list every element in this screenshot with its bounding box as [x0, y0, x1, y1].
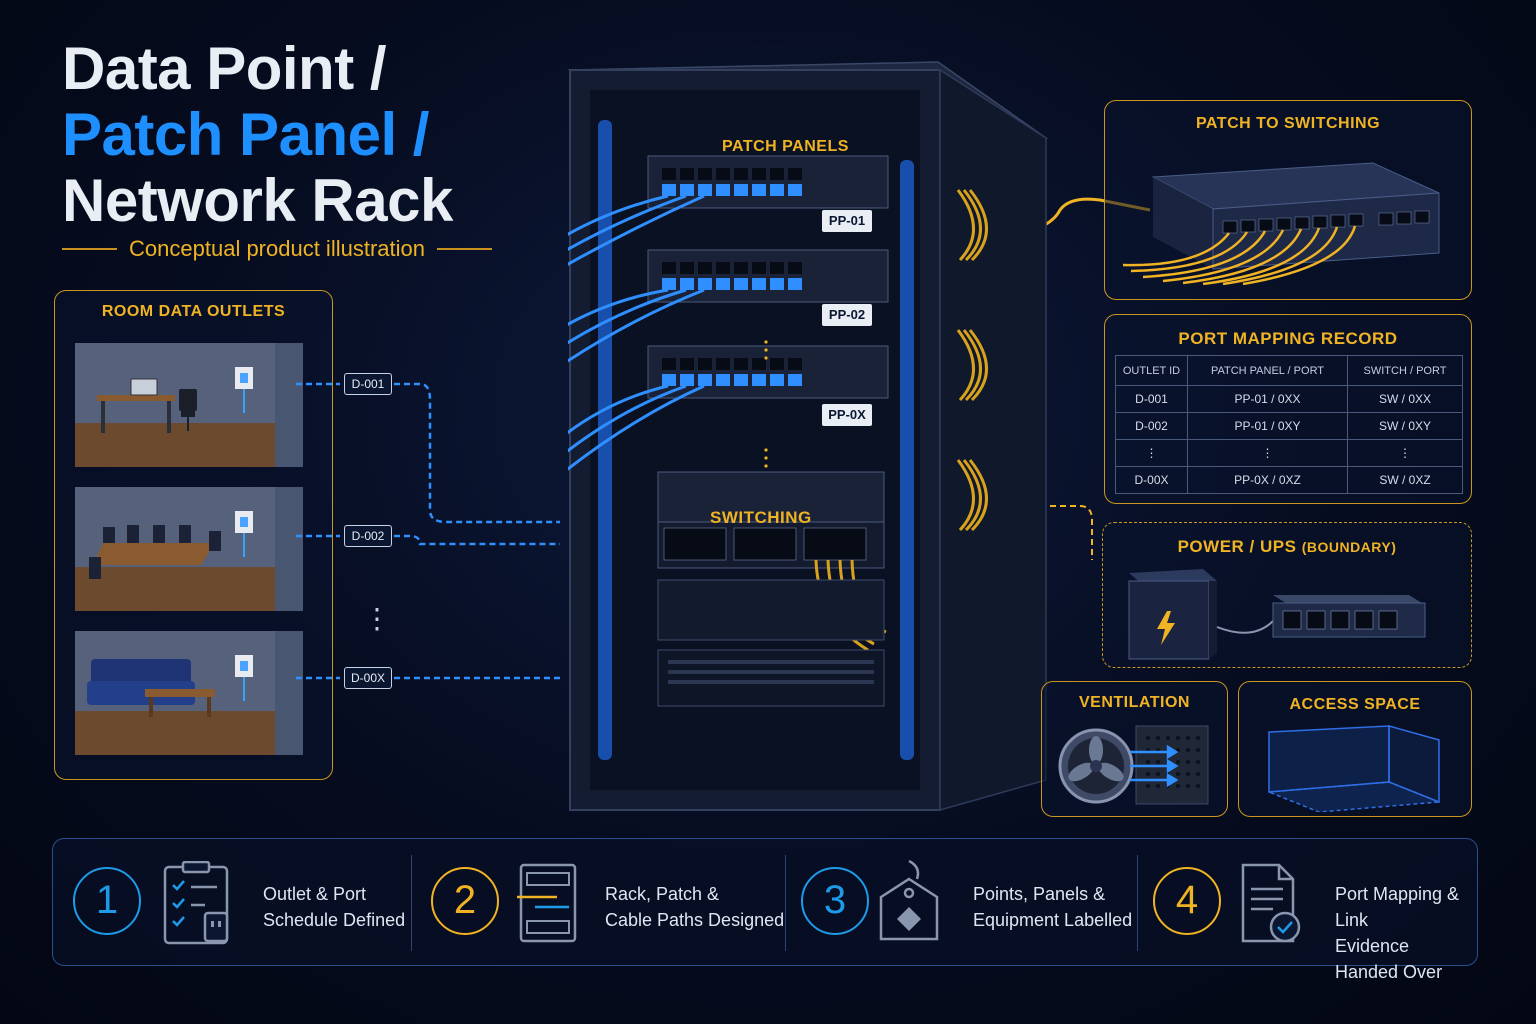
power-ups-title: POWER / UPS (BOUNDARY): [1103, 537, 1471, 557]
lightning-icon: [1157, 611, 1175, 645]
subtitle-text: Conceptual product illustration: [129, 236, 425, 261]
subtitle: Conceptual product illustration: [62, 236, 493, 262]
cell: SW / 0XX: [1347, 385, 1463, 413]
document-check-icon: [1241, 863, 1301, 943]
patch-to-switching-title: PATCH TO SWITCHING: [1195, 115, 1381, 132]
panel-label-pp02: PP-02: [822, 304, 872, 326]
step-1-text: Outlet & Port Schedule Defined: [263, 881, 405, 933]
step-1-line-2: Schedule Defined: [263, 910, 406, 930]
table-row: D-00X PP-0X / 0XZ SW / 0XZ: [1115, 466, 1463, 494]
cell: PP-01 / 0XY: [1187, 412, 1348, 440]
title-line-3: Network Rack: [62, 167, 453, 234]
access-space-cube-illustration: [1268, 725, 1440, 812]
cell: D-002: [1115, 412, 1188, 440]
step-1-number: 1: [73, 867, 141, 935]
subtitle-rule-left: [62, 248, 118, 250]
port-mapping-table: OUTLET ID PATCH PANEL / PORT SWITCH / PO…: [1115, 355, 1463, 494]
power-ups-title-main: POWER / UPS: [1177, 537, 1297, 556]
title-line-2: Patch Panel /: [62, 101, 429, 168]
header-patch-panel-port: PATCH PANEL / PORT: [1187, 355, 1348, 386]
power-ups-qualifier: (BOUNDARY): [1301, 539, 1397, 555]
step-2-number: 2: [431, 867, 499, 935]
cell: ⋮: [1115, 439, 1188, 467]
conference-room-illustration: [75, 487, 303, 611]
header-switch-port: SWITCH / PORT: [1347, 355, 1463, 386]
step-1: 1 Outlet & Port Schedule Defined: [53, 839, 413, 967]
step-3-text: Points, Panels & Equipment Labelled: [973, 881, 1132, 933]
network-rack-illustration: [568, 61, 1048, 811]
access-space-panel: ACCESS SPACE: [1238, 681, 1472, 817]
step-2-text: Rack, Patch & Cable Paths Designed: [605, 881, 784, 933]
table-row: ⋮ ⋮ ⋮: [1115, 439, 1463, 467]
cell: PP-01 / 0XX: [1187, 385, 1348, 413]
cell: ⋮: [1347, 439, 1463, 467]
cell: SW / 0XZ: [1347, 466, 1463, 494]
panel-label-pp0x: PP-0X: [822, 404, 872, 426]
patch-panel-icon: [517, 863, 577, 943]
title-line-1: Data Point /: [62, 35, 387, 102]
table-header-row: OUTLET ID PATCH PANEL / PORT SWITCH / PO…: [1115, 355, 1463, 386]
step-4-line-1: Port Mapping & Link: [1335, 884, 1460, 930]
room-outlets-title: ROOM DATA OUTLETS: [101, 303, 286, 320]
switch-illustration: [1123, 162, 1440, 285]
cell: D-00X: [1115, 466, 1188, 494]
process-steps-bar: 1 Outlet & Port Schedule Defined 2 Ra: [52, 838, 1478, 982]
cell: D-001: [1115, 385, 1188, 413]
outlet-label-d00x: D-00X: [344, 667, 392, 689]
step-3-number: 3: [801, 867, 869, 935]
table-row: D-001 PP-01 / 0XX SW / 0XX: [1115, 385, 1463, 413]
step-3: 3 Points, Panels & Equipment Labelled: [787, 839, 1137, 967]
ventilation-panel: VENTILATION: [1041, 681, 1228, 817]
step-3-line-1: Points, Panels &: [973, 884, 1106, 904]
access-space-title: ACCESS SPACE: [1289, 696, 1421, 713]
room-data-outlets-panel: ROOM DATA OUTLETS: [54, 290, 333, 780]
header-outlet-id: OUTLET ID: [1115, 355, 1188, 386]
cell: SW / 0XY: [1347, 412, 1463, 440]
step-divider: [411, 855, 412, 951]
patch-panels-label: PATCH PANELS: [722, 138, 849, 155]
port-mapping-record-panel: PORT MAPPING RECORD OUTLET ID PATCH PANE…: [1104, 314, 1472, 504]
step-divider: [1137, 855, 1138, 951]
port-mapping-title: PORT MAPPING RECORD: [1178, 329, 1398, 348]
step-2-line-1: Rack, Patch &: [605, 884, 720, 904]
fan-icon: [1058, 725, 1209, 805]
lounge-room-illustration: [75, 631, 303, 755]
step-4-number: 4: [1153, 867, 1221, 935]
step-1-line-1: Outlet & Port: [263, 884, 367, 904]
tag-icon: [879, 859, 939, 941]
ventilation-title: VENTILATION: [1079, 694, 1190, 711]
step-4: 4 Port Mapping & Link Evidence Handed Ov…: [1139, 839, 1477, 982]
panel-label-pp01: PP-01: [822, 210, 872, 232]
page-title: Data Point / Patch Panel / Network Rack: [62, 36, 453, 234]
checklist-icon: [163, 861, 229, 945]
ups-illustration: [1128, 569, 1426, 660]
outlet-label-d001: D-001: [344, 373, 392, 395]
step-2-line-2: Cable Paths Designed: [605, 910, 785, 930]
outlet-ellipsis: ⋮: [363, 603, 391, 634]
cell: PP-0X / 0XZ: [1187, 466, 1348, 494]
outlet-label-d002: D-002: [344, 525, 392, 547]
table-row: D-002 PP-01 / 0XY SW / 0XY: [1115, 412, 1463, 440]
subtitle-rule-right: [436, 248, 493, 250]
step-3-line-2: Equipment Labelled: [973, 910, 1133, 930]
switching-label: SWITCHING: [710, 508, 812, 527]
patch-to-switching-panel: PATCH TO SWITCHING: [1104, 100, 1472, 300]
step-2: 2 Rack, Patch & Cable Paths Designed: [413, 839, 785, 967]
office-room-illustration: [75, 343, 303, 467]
cell: ⋮: [1187, 439, 1348, 467]
step-divider: [785, 855, 786, 951]
step-4-line-2: Evidence Handed Over: [1335, 936, 1443, 982]
step-4-text: Port Mapping & Link Evidence Handed Over: [1335, 881, 1477, 985]
power-ups-panel: POWER / UPS (BOUNDARY): [1102, 522, 1472, 668]
